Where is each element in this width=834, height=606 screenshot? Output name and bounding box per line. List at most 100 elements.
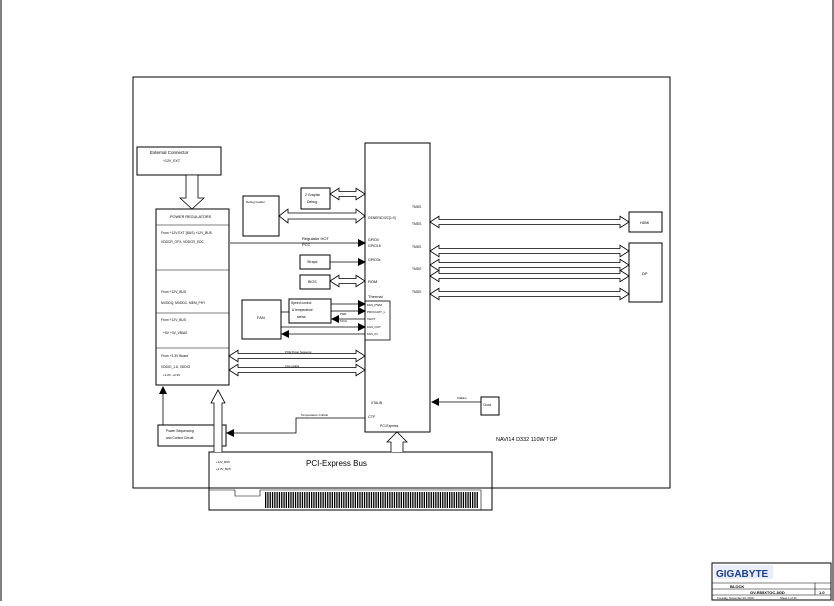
- pcie-to-power-arrow: [209, 389, 228, 453]
- pcie-finger: [384, 492, 386, 508]
- pcie-finger: [396, 492, 398, 508]
- pcie-finger: [357, 492, 359, 508]
- pcie-finger: [306, 492, 308, 508]
- pcie-finger: [375, 492, 377, 508]
- pcie-finger: [403, 492, 405, 508]
- therm-pin-4: FAN_IN: [367, 332, 378, 336]
- pcie-finger: [322, 492, 324, 508]
- graphic-debug-bus: [329, 187, 366, 201]
- therm-pin-2: VHOT: [367, 317, 376, 321]
- fan-ctrl-line2: & temperature: [292, 308, 313, 312]
- pcie-finger: [347, 492, 350, 508]
- clock-block: Clock: [480, 396, 500, 416]
- fan-label: FAN: [257, 315, 265, 320]
- gpu-block: TMDS TMDS TMDS TMDS TMDS GENERIC/I2C[1:0…: [364, 142, 431, 433]
- hdmi-label: HDMI: [640, 221, 649, 225]
- pcie-finger: [393, 492, 396, 508]
- power-s1-line2: VDDCR_GFX, VDDCR_SOC: [161, 240, 204, 244]
- gpu-xtal: XTALIN: [371, 401, 383, 405]
- pcie-finger: [465, 492, 467, 508]
- pcie-finger: [455, 492, 458, 508]
- gpu-port-1: TMDS: [412, 222, 422, 226]
- pcie-finger: [389, 492, 391, 508]
- bios-block: BIOS: [299, 274, 331, 290]
- graphic-debug-line1: 2 Graphic: [305, 193, 320, 197]
- power-s3-line2: +5V +3V_VBIAS: [163, 331, 188, 335]
- pcie-finger: [350, 492, 352, 508]
- pcie-finger: [269, 492, 271, 508]
- pcie-finger: [271, 492, 274, 508]
- dp-bus-3: [429, 287, 630, 301]
- regulator-hot-line1: Regulator HOT: [302, 236, 329, 241]
- fan-controller-block: Speed control & temperature sense: [288, 298, 332, 324]
- power-s3-line1: From +12V_BUS: [161, 318, 187, 322]
- pcie-finger: [437, 492, 439, 508]
- pcie-finger: [313, 492, 315, 508]
- title-block-model: GV-R55XTOC-8GD: [750, 590, 785, 595]
- core-enable-bus: [228, 363, 366, 377]
- pcie-finger: [297, 492, 299, 508]
- debug-header-bus: [278, 208, 366, 224]
- power-s4-line2: VDDIO_1.8, VDDIO: [161, 365, 191, 369]
- bios-bus: [329, 274, 366, 288]
- gpu-port-0: TMDS: [412, 205, 422, 209]
- pcie-finger: [292, 492, 294, 508]
- power-seq-block: Power Sequencing and Control Circuit: [157, 424, 227, 447]
- gpu-part-label: NAVI14 D332 110W TGP: [496, 437, 558, 443]
- bios-label: BIOS: [308, 280, 317, 284]
- pcie-finger: [278, 492, 281, 508]
- pcie-finger: [460, 492, 462, 508]
- hdmi-bus: [429, 215, 630, 229]
- regulator-hot-line2: PCC: [302, 242, 311, 247]
- pcie-finger: [370, 492, 373, 508]
- pcie-finger: [315, 492, 317, 508]
- pcie-finger: [290, 492, 292, 508]
- fan-block: FAN: [241, 299, 282, 340]
- bus-label-1: PCIE Power Sequence: [285, 350, 312, 354]
- power-title: POWER REGULATORS: [170, 215, 212, 219]
- pcie-finger: [265, 492, 267, 508]
- pcie-finger: [283, 492, 285, 508]
- fan-ctrl-line3: sense: [297, 315, 306, 319]
- hdmi-block: HDMI: [628, 211, 663, 233]
- title-block-rev: 1.0: [819, 590, 825, 595]
- power-s4-line3: +1.8V, +0.9V: [163, 373, 180, 377]
- fan-sig2: TACH: [340, 319, 347, 323]
- power-s1-line1: From +12V EXT (BUS) +12V_BUS: [161, 231, 213, 235]
- gpu-port-4: TMDS: [412, 290, 422, 294]
- bus-label-2: Core enable: [285, 364, 300, 368]
- gpu-port-2: TMDS: [412, 245, 422, 249]
- gpu-gpio-main: GENERIC/I2C[1:0]: [368, 216, 396, 220]
- power-s4-line1: From +3.3V Board: [161, 354, 188, 358]
- power-regulators-block: POWER REGULATORS From +12V EXT (BUS) +12…: [155, 208, 230, 386]
- pcie-finger: [359, 492, 361, 508]
- fan-sig1: PWM: [340, 312, 346, 316]
- pcie-finger: [301, 492, 304, 508]
- pcie-gold-fingers: [265, 492, 478, 508]
- external-connector-block: External Connector +12V_EXT: [136, 146, 222, 176]
- power-seq-bus: [228, 349, 366, 363]
- pcie-finger: [442, 492, 444, 508]
- pcie-finger: [416, 492, 419, 508]
- pcie-finger: [331, 492, 333, 508]
- gpu-rom: ROM: [368, 279, 377, 284]
- pcie-finger: [412, 492, 414, 508]
- straps-label: Straps: [307, 260, 318, 264]
- pcie-finger: [453, 492, 455, 508]
- power-seq-line1: Power Sequencing: [166, 429, 194, 433]
- pcie-finger: [382, 492, 384, 508]
- pcie-finger: [414, 492, 416, 508]
- pcie-finger: [444, 492, 446, 508]
- gpu-gpio2: GPIO3x: [368, 258, 381, 262]
- power-s2-line1: From +12V_BUS: [161, 290, 187, 294]
- pcie-finger: [288, 492, 290, 508]
- pcie-finger: [435, 492, 437, 508]
- pcie-finger: [409, 492, 412, 508]
- pcie-finger: [380, 492, 382, 508]
- therm-pin-3: FAN_OUT: [367, 325, 381, 329]
- pcie-finger: [345, 492, 347, 508]
- pcie-finger: [373, 492, 375, 508]
- pcie-finger: [476, 492, 478, 508]
